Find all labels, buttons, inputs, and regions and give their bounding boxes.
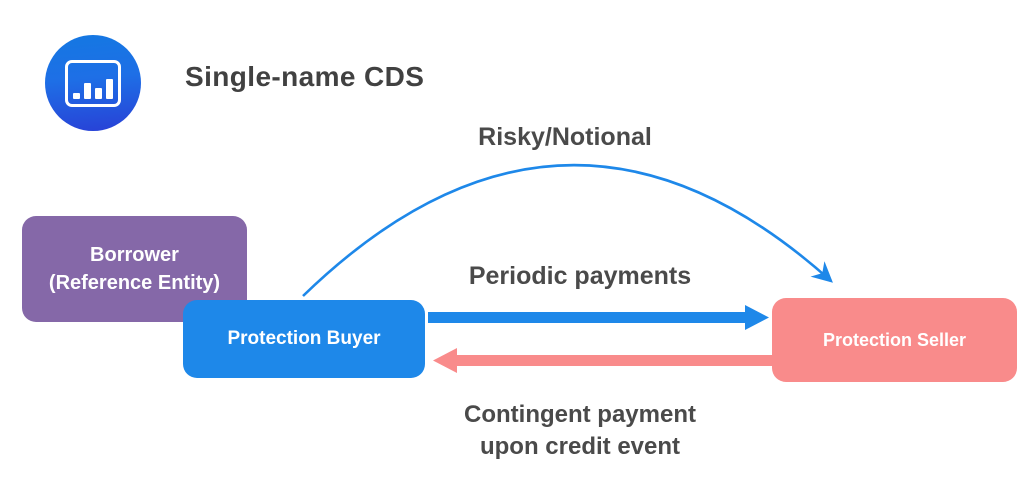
protection-buyer-label: Protection Buyer bbox=[227, 328, 381, 349]
bar-chart-bar bbox=[95, 87, 102, 99]
bar-chart-bar bbox=[84, 82, 91, 99]
bar-chart-bar bbox=[73, 92, 80, 99]
contingent-payment-label: Contingent payment upon credit event bbox=[400, 399, 760, 463]
protection-buyer-node: Protection Buyer bbox=[183, 300, 425, 378]
risky-notional-label: Risky/Notional bbox=[478, 123, 652, 151]
periodic-payments-label: Periodic payments bbox=[468, 262, 692, 290]
protection-seller-label: Protection Seller bbox=[822, 329, 967, 350]
contingent-payment-arrow bbox=[433, 348, 772, 373]
bar-chart-frame bbox=[65, 59, 121, 107]
borrower-node: Borrower (Reference Entity) bbox=[22, 216, 247, 322]
periodic-payments-arrow bbox=[428, 305, 769, 330]
contingent-payment-label-line2: upon credit event bbox=[479, 433, 681, 460]
contingent-payment-label-line1: Contingent payment bbox=[464, 401, 696, 428]
protection-seller-node: Protection Seller bbox=[772, 298, 1017, 382]
borrower-label-line1: Borrower bbox=[90, 244, 179, 266]
page-title: Single-name CDS bbox=[185, 61, 425, 92]
borrower-label-line2: (Reference Entity) bbox=[48, 272, 221, 294]
bar-chart-icon bbox=[45, 35, 141, 131]
bar-chart-bar bbox=[106, 78, 113, 99]
